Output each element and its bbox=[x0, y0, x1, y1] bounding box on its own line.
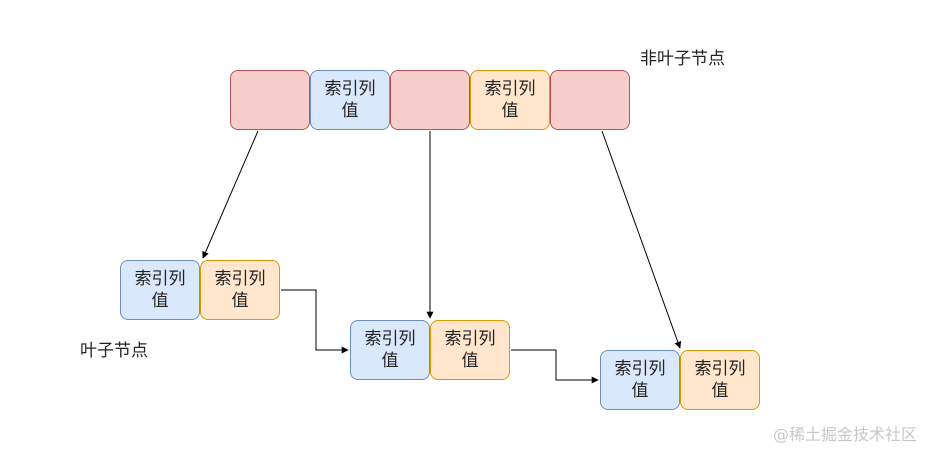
watermark: @稀土掘金技术社区 bbox=[772, 425, 917, 444]
arrow-to-leaf-3 bbox=[601, 130, 682, 349]
leaf-1-key-1: 索引列 值 bbox=[120, 260, 200, 320]
non-leaf-pointer-3 bbox=[550, 70, 630, 130]
leaf-link-1-to-2 bbox=[281, 289, 349, 354]
leaf-label: 叶子节点 bbox=[80, 341, 148, 361]
non-leaf-pointer-2 bbox=[390, 70, 470, 130]
leaf-3-key-1: 索引列 值 bbox=[600, 350, 680, 410]
non-leaf-key-2: 索引列 值 bbox=[470, 70, 550, 130]
arrow-to-leaf-1 bbox=[202, 130, 259, 259]
leaf-3-key-2: 索引列 值 bbox=[680, 350, 760, 410]
non-leaf-key-1: 索引列 值 bbox=[310, 70, 390, 130]
leaf-2-key-1: 索引列 值 bbox=[350, 320, 430, 380]
leaf-link-2-to-3 bbox=[511, 349, 599, 384]
non-leaf-label: 非叶子节点 bbox=[640, 49, 725, 69]
non-leaf-pointer-1 bbox=[230, 70, 310, 130]
leaf-1-key-2: 索引列 值 bbox=[200, 260, 280, 320]
leaf-2-key-2: 索引列 值 bbox=[430, 320, 510, 380]
